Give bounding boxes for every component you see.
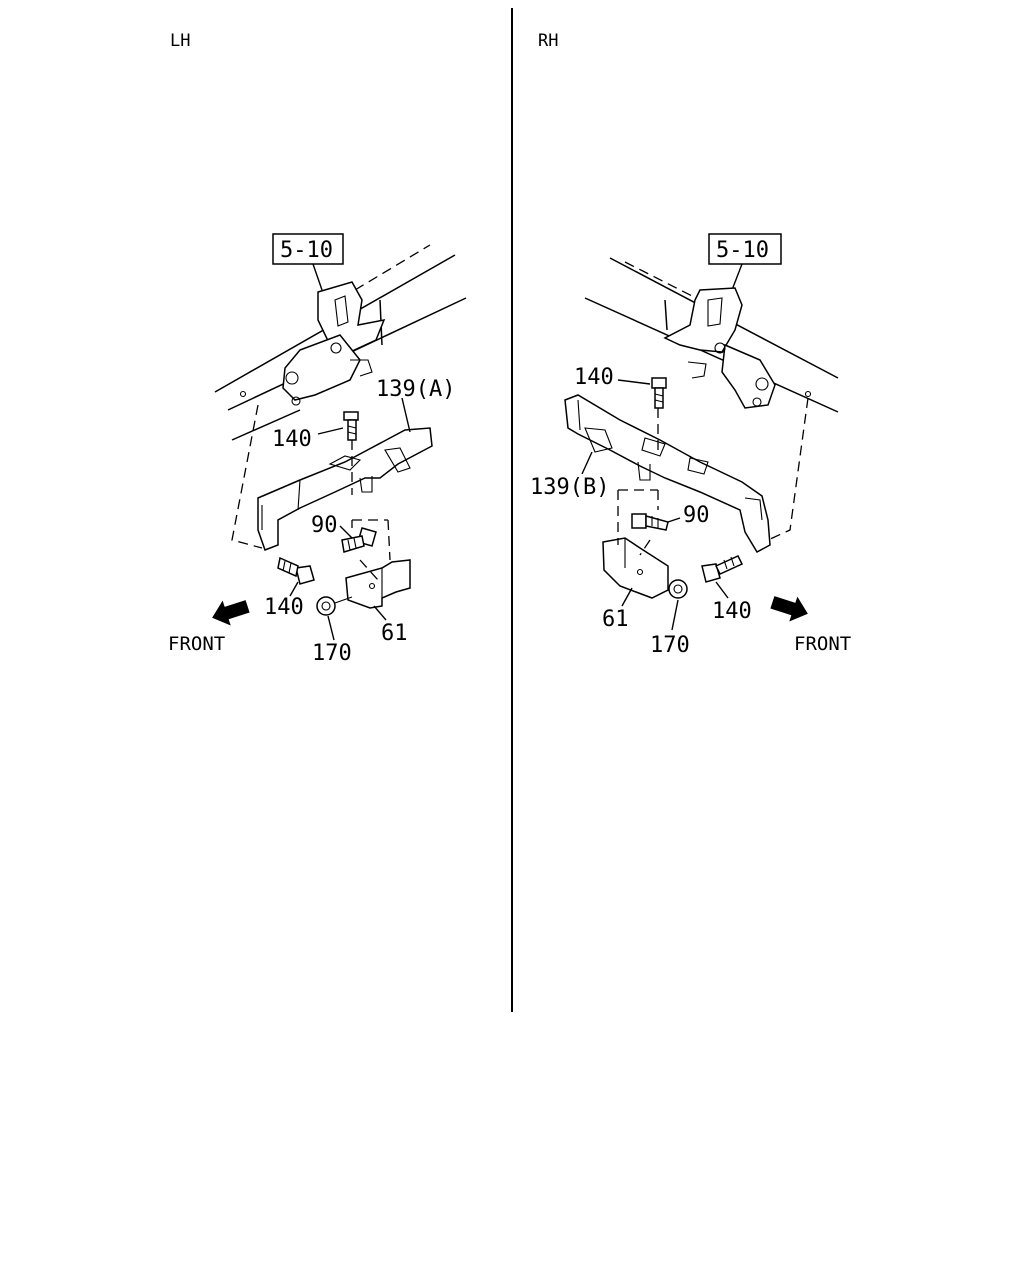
right-panel: RH 5-10	[530, 31, 851, 658]
left-leader-139a	[401, 397, 411, 433]
right-front-arrow-icon	[770, 596, 808, 622]
right-leader-140-bottom	[715, 581, 729, 599]
left-bracket-61	[345, 559, 411, 609]
left-callout-140-bottom: 140	[264, 595, 304, 620]
right-callout-90: 90	[683, 503, 710, 528]
right-callout-139b: 139(B)	[530, 475, 609, 500]
right-bolt-90	[631, 513, 669, 531]
left-side-label: LH	[170, 31, 190, 51]
right-leader-170	[671, 599, 679, 631]
left-callout-90: 90	[311, 513, 338, 538]
left-bolt-90	[341, 527, 377, 553]
left-callout-170: 170	[312, 641, 352, 666]
right-nut-170	[668, 579, 688, 599]
right-leader-61	[621, 587, 633, 607]
left-leader-140-bottom	[289, 581, 299, 597]
right-front-label: FRONT	[794, 633, 851, 655]
right-callout-61: 61	[602, 607, 629, 632]
right-bolt-140-top	[651, 377, 667, 409]
left-mount-assembly	[239, 281, 386, 406]
right-ref-box	[708, 233, 782, 265]
left-ref-box	[272, 233, 344, 265]
left-leader-140-top	[317, 427, 344, 435]
right-ref-box-label: 5-10	[716, 238, 769, 263]
left-leader-90	[339, 525, 353, 539]
right-callout-140-bottom: 140	[712, 599, 752, 624]
right-callout-170: 170	[650, 633, 690, 658]
left-leader-61	[373, 605, 387, 621]
left-callout-139a: 139(A)	[376, 377, 455, 402]
left-bolt-140-top	[343, 411, 359, 441]
left-panel: LH 5-10	[168, 31, 467, 666]
right-ref-leader	[731, 263, 743, 291]
right-bracket-139b	[564, 394, 771, 553]
right-leader-140-top	[617, 379, 651, 385]
left-bolt-140-bottom	[277, 556, 315, 585]
right-mount-assembly	[663, 287, 812, 409]
right-leader-139b	[581, 451, 593, 475]
right-side-label: RH	[538, 31, 558, 51]
left-ref-leader	[312, 263, 323, 291]
right-callout-140-top: 140	[574, 365, 614, 390]
left-ref-box-label: 5-10	[280, 238, 333, 263]
left-bracket-139a	[257, 427, 433, 551]
right-dashed-guides	[617, 397, 809, 556]
left-front-label: FRONT	[168, 633, 225, 655]
left-dashed-guides	[231, 404, 391, 581]
right-leader-90	[667, 517, 681, 523]
right-bracket-61	[602, 537, 669, 599]
right-bolt-140-bottom	[701, 555, 744, 583]
left-front-arrow-icon	[212, 600, 250, 626]
left-leader-170	[327, 615, 335, 641]
left-nut-170	[316, 596, 353, 616]
left-callout-140-top: 140	[272, 427, 312, 452]
left-callout-61: 61	[381, 621, 408, 646]
